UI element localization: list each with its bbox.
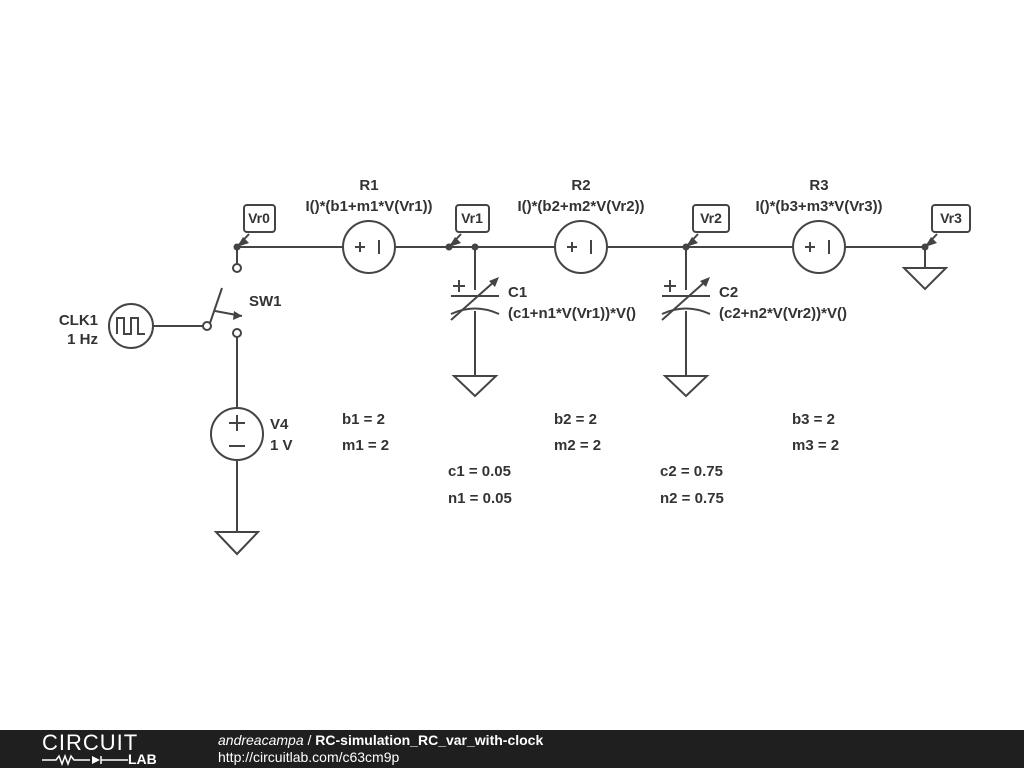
probe-vr3-label: Vr3 <box>940 210 962 226</box>
circuit-url[interactable]: http://circuitlab.com/c63cm9p <box>218 749 400 765</box>
c2-name: C2 <box>719 284 738 301</box>
r3-name: R3 <box>809 177 828 194</box>
title-separator: / <box>303 732 316 748</box>
param-n1: n1 = 0.05 <box>448 490 512 507</box>
circuitlab-logo[interactable]: CIRCUIT LAB <box>42 732 182 766</box>
resistor-r3[interactable] <box>792 220 846 274</box>
source-name: V4 <box>270 416 289 433</box>
probe-vr0[interactable]: Vr0 <box>236 204 276 248</box>
logo-lab-text: LAB <box>128 751 157 767</box>
param-m3: m3 = 2 <box>792 437 839 454</box>
footer-bar: CIRCUIT LAB andreacampa / RC-simulation_… <box>0 730 1024 768</box>
probe-vr1-label: Vr1 <box>461 210 483 226</box>
param-c1: c1 = 0.05 <box>448 463 511 480</box>
capacitor-c2[interactable] <box>661 277 711 321</box>
probe-vr3[interactable]: Vr3 <box>924 204 971 248</box>
circuit-title: andreacampa / RC-simulation_RC_var_with-… <box>218 732 543 748</box>
r3-expression: I()*(b3+m3*V(Vr3)) <box>755 198 882 215</box>
switch[interactable] <box>202 263 243 338</box>
probe-vr0-label: Vr0 <box>248 210 270 226</box>
r2-expression: I()*(b2+m2*V(Vr2)) <box>517 198 644 215</box>
probe-vr2-label: Vr2 <box>700 210 722 226</box>
resistor-r2[interactable] <box>554 220 608 274</box>
param-b3: b3 = 2 <box>792 411 835 428</box>
param-n2: n2 = 0.75 <box>660 490 724 507</box>
c2-expression: (c2+n2*V(Vr2))*V() <box>719 305 847 322</box>
circuit-schematic: CLK1 1 Hz SW1 V4 1 V <box>59 177 971 556</box>
c1-expression: (c1+n1*V(Vr1))*V() <box>508 305 636 322</box>
ground-symbols <box>213 267 949 556</box>
source-value: 1 V <box>270 437 293 454</box>
probe-vr2[interactable]: Vr2 <box>685 204 730 248</box>
clock-source[interactable] <box>108 303 154 349</box>
param-b1: b1 = 2 <box>342 411 385 428</box>
param-m2: m2 = 2 <box>554 437 601 454</box>
param-b2: b2 = 2 <box>554 411 597 428</box>
wires <box>153 246 926 532</box>
r1-expression: I()*(b1+m1*V(Vr1)) <box>305 198 432 215</box>
param-c2: c2 = 0.75 <box>660 463 723 480</box>
switch-name: SW1 <box>249 293 282 310</box>
r1-name: R1 <box>359 177 378 194</box>
voltage-source[interactable] <box>210 407 264 461</box>
resistor-r1[interactable] <box>342 220 396 274</box>
clock-name: CLK1 <box>59 312 98 329</box>
c1-name: C1 <box>508 284 527 301</box>
probe-vr1[interactable]: Vr1 <box>448 204 490 248</box>
author-link[interactable]: andreacampa <box>218 732 304 748</box>
capacitor-c1[interactable] <box>450 277 500 321</box>
param-m1: m1 = 2 <box>342 437 389 454</box>
parameter-annotations: b1 = 2 m1 = 2 b2 = 2 m2 = 2 b3 = 2 m3 = … <box>342 411 839 507</box>
logo-waveform-icon <box>42 754 128 766</box>
r2-name: R2 <box>571 177 590 194</box>
project-name[interactable]: RC-simulation_RC_var_with-clock <box>315 732 544 748</box>
logo-circuit-text: CIRCUIT <box>42 730 139 755</box>
clock-value: 1 Hz <box>67 331 98 348</box>
